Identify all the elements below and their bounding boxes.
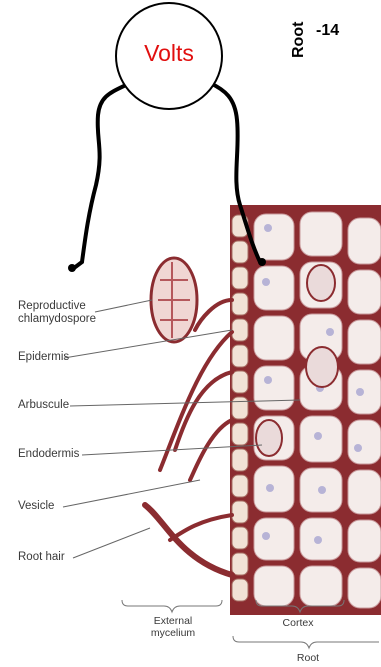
label-line-1: Reproductive <box>18 300 96 313</box>
label-root-hair: Root hair <box>18 551 65 564</box>
voltmeter-label: Volts <box>120 40 218 67</box>
corner-vertical-text: Root <box>290 22 308 58</box>
label-reproductive-chlamydospore: Reproductive chlamydospore <box>18 300 96 326</box>
right-probe <box>258 258 266 266</box>
bracket-label-external-mycelium: External mycelium <box>138 615 208 639</box>
label-epidermis: Epidermis <box>18 351 69 364</box>
bracket-label-root: Root <box>283 652 333 664</box>
bracket-label-cortex: Cortex <box>268 617 328 629</box>
corner-value-text: -14 <box>316 22 339 40</box>
bracket-line-1: External <box>138 615 208 627</box>
label-line-2: chlamydospore <box>18 313 96 326</box>
bracket-line-2: mycelium <box>138 627 208 639</box>
label-endodermis: Endodermis <box>18 448 79 461</box>
root-tissue <box>145 205 381 615</box>
left-probe <box>68 264 76 272</box>
label-arbuscule: Arbuscule <box>18 399 69 412</box>
label-vesicle: Vesicle <box>18 500 54 513</box>
